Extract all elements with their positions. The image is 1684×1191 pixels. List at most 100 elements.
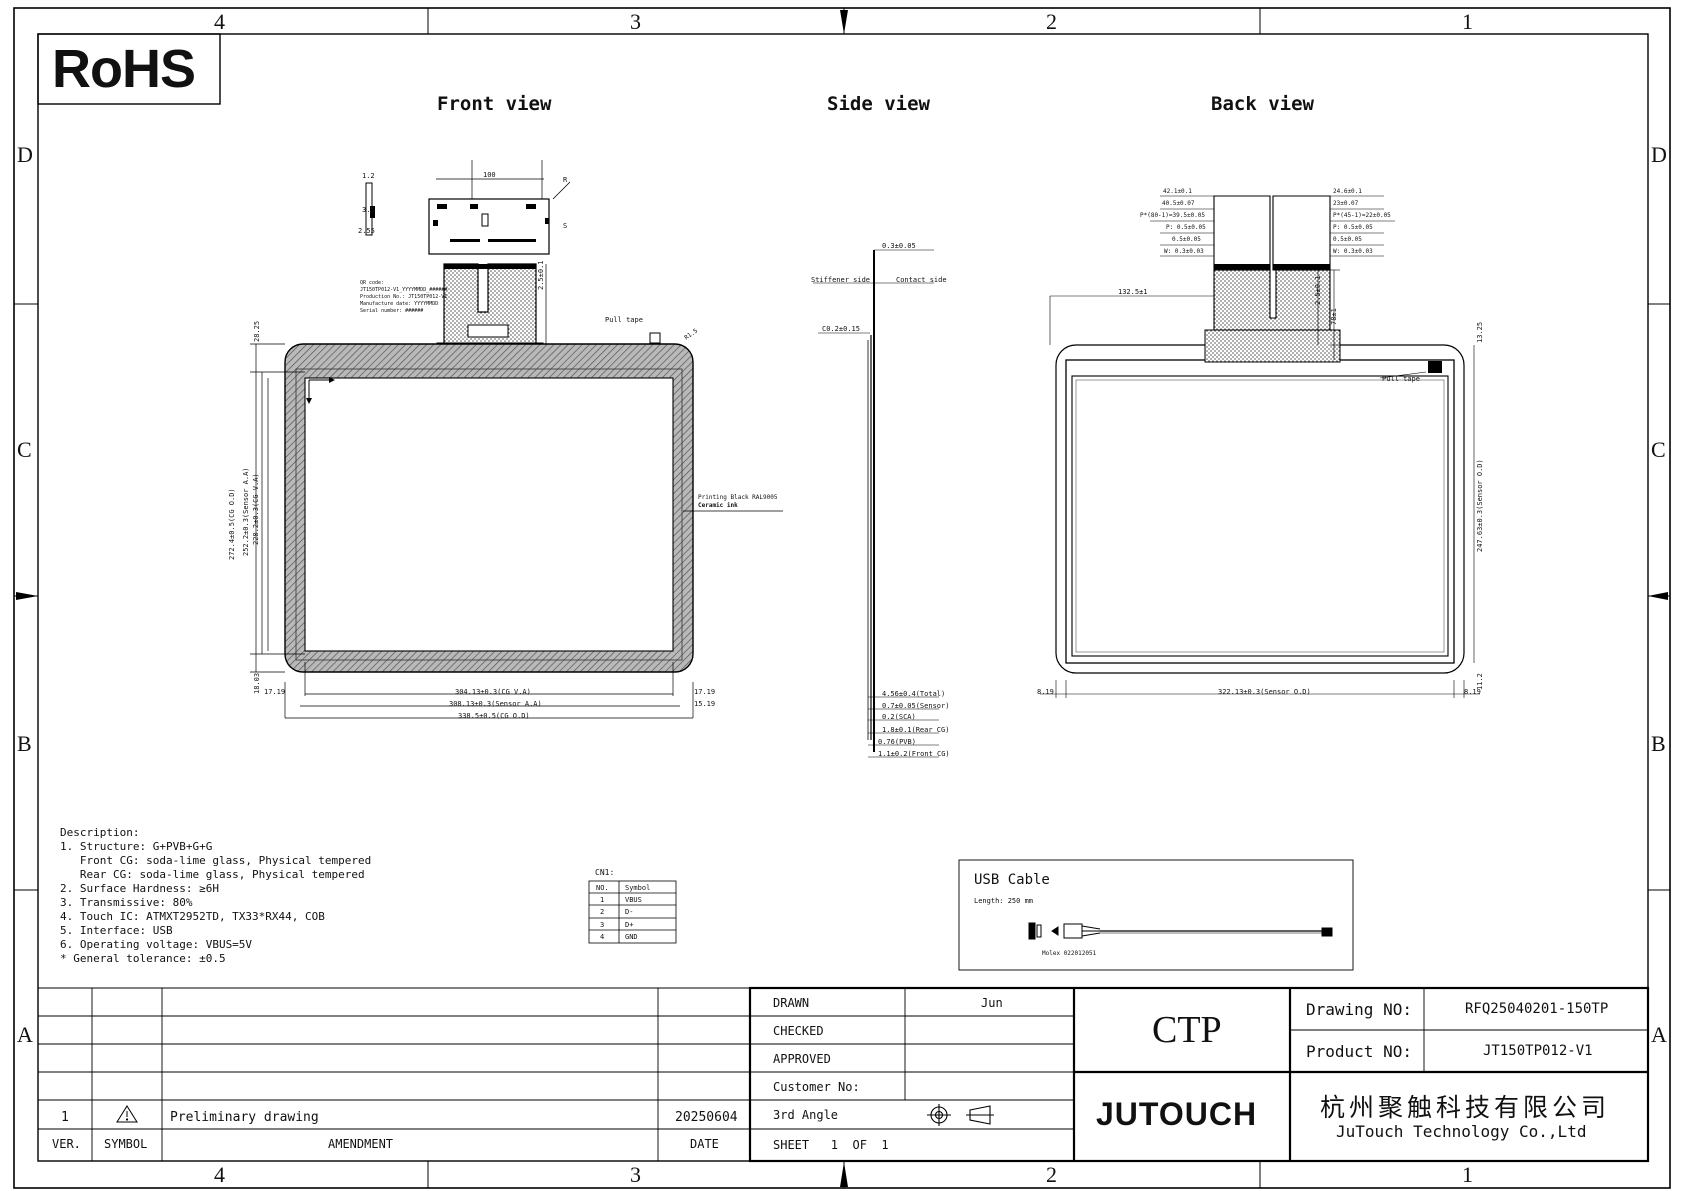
- side-thickness-top: 0.3±0.05: [882, 242, 916, 250]
- usb-cable-title: USB Cable: [974, 872, 1050, 888]
- front-qr-line-5: Serial number: ######: [360, 308, 424, 314]
- front-printing-note: Printing Black RAL9005: [698, 494, 778, 501]
- outer-border: [13, 7, 1671, 1189]
- front-qr-line-4: Manufacture date: YYYYMMDD: [360, 301, 439, 307]
- front-dim-s: S: [563, 222, 568, 230]
- revision-ver: 1: [61, 1110, 69, 1125]
- side-layer-6: 1.1±0.2(Front CG): [878, 750, 950, 758]
- back-pull-tape: Pull tape: [1382, 375, 1420, 383]
- back-view: [1040, 195, 1480, 698]
- revision-amendment: Preliminary drawing: [170, 1110, 319, 1125]
- zone-row-b-left: B: [17, 731, 32, 756]
- description-line: Front CG: soda-lime glass, Physical temp…: [60, 854, 372, 867]
- zone-row-d-right: D: [1651, 142, 1667, 167]
- front-view-title: Front view: [437, 93, 552, 115]
- revision-table: [38, 987, 750, 1161]
- tb-drawing-no: RFQ25040201-150TP: [1465, 1001, 1609, 1017]
- front-qr-line-2: JT150TP012-V1_YYYYMMDD_######: [360, 287, 448, 293]
- back-right-dim-5: 0.5±0.05: [1333, 236, 1362, 243]
- back-left-dim-3: P*(80-1)=39.5±0.05: [1140, 212, 1206, 219]
- cn1-row-2-no: 2: [600, 908, 605, 916]
- tb-checked-label: CHECKED: [773, 1024, 824, 1038]
- back-left-dim-5: 0.5±0.05: [1172, 236, 1201, 243]
- description-line: * General tolerance: ±0.5: [60, 952, 226, 965]
- back-right-dim-3: P*(45-1)=22±0.05: [1333, 212, 1391, 219]
- cn1-row-3-symbol: D+: [625, 921, 634, 929]
- front-ink-note: Ceramic ink: [698, 502, 738, 509]
- back-left-dim-2: 40.5±0.07: [1162, 200, 1195, 207]
- zone-row-a-right: A: [1651, 1022, 1667, 1047]
- cn1-header-symbol: Symbol: [625, 884, 651, 892]
- rohs-box: [37, 33, 221, 105]
- usb-cable-drawing: [1028, 922, 1333, 940]
- tb-customer-label: Customer No:: [773, 1080, 860, 1094]
- back-top-margin: 13.25: [1476, 321, 1484, 343]
- revision-header-date: DATE: [690, 1137, 719, 1151]
- side-view: [813, 249, 939, 758]
- back-offset: 132.5±1: [1118, 288, 1148, 296]
- zone-col-4-top: 4: [214, 9, 225, 34]
- front-qr-line-3: Production No.: JT150TP012-V1: [360, 294, 448, 300]
- zone-col-3-top: 3: [630, 9, 641, 34]
- front-view: [250, 160, 783, 719]
- rohs-label: RoHS: [52, 39, 196, 99]
- description-line: Rear CG: soda-lime glass, Physical tempe…: [60, 868, 365, 881]
- side-layer-1: 4.56±0.4(Total): [882, 690, 946, 698]
- back-left-margin: 8.19: [1037, 688, 1054, 696]
- description-line: 4. Touch IC: ATMXT2952TD, TX33*RX44, COB: [60, 910, 325, 923]
- front-dim-1-2: 1.2: [362, 172, 375, 180]
- revision-date: 20250604: [675, 1110, 738, 1125]
- usb-connector-label: Molex 022012051: [1042, 950, 1097, 957]
- cn1-row-4-no: 4: [600, 933, 605, 941]
- description-block: Description: 1. Structure: G+PVB+G+G Fro…: [60, 826, 371, 966]
- side-chamfer: C0.2±0.15: [822, 325, 860, 333]
- tb-drawing-no-label: Drawing NO:: [1306, 1000, 1412, 1019]
- third-angle-projection-icon: [927, 1104, 994, 1126]
- centering-marks: [16, 10, 1668, 1187]
- front-width-va: 304.13±0.3(CG V.A): [455, 688, 531, 696]
- description-line: 6. Operating voltage: VBUS=5V: [60, 938, 253, 951]
- tb-product-no: JT150TP012-V1: [1483, 1043, 1593, 1059]
- cn1-header-no: NO.: [596, 884, 609, 892]
- tb-ctp: CTP: [1152, 1009, 1222, 1051]
- front-right-margin: 17.19: [694, 688, 716, 696]
- back-right-dim-2: 23±0.07: [1333, 200, 1359, 207]
- description-line: 3. Transmissive: 80%: [60, 896, 193, 909]
- back-right-dim-1: 24.6±0.1: [1333, 188, 1362, 195]
- zone-col-1-top: 1: [1462, 9, 1473, 34]
- side-view-title: Side view: [827, 93, 930, 115]
- back-left-dim-4: P: 0.5±0.05: [1166, 224, 1206, 231]
- side-layer-5: 0.76(PVB): [878, 738, 916, 746]
- tb-approved-label: APPROVED: [773, 1052, 831, 1066]
- revision-header-amendment: AMENDMENT: [328, 1137, 394, 1151]
- cn1-row-4-symbol: GND: [625, 933, 638, 941]
- back-left-dim-6: W: 0.3±0.03: [1164, 248, 1204, 255]
- front-right-margin-2: 15.19: [694, 700, 716, 708]
- side-contact: Contact side: [896, 276, 947, 284]
- front-top-margin: 28.25: [253, 320, 261, 342]
- front-dim-r: R: [563, 176, 568, 184]
- front-qr-line-1: QR code:: [360, 280, 385, 286]
- fpc-connector-board: [428, 198, 550, 255]
- revision-header-symbol: SYMBOL: [104, 1137, 148, 1151]
- zone-row-a-left: A: [17, 1022, 33, 1047]
- front-left-margin: 17.19: [264, 688, 286, 696]
- title-block-grid: [750, 988, 1648, 1161]
- zone-row-c-right: C: [1651, 437, 1666, 462]
- back-bottom-margin: 11.2: [1476, 673, 1484, 690]
- tb-company-cn: 杭州聚触科技有限公司: [1320, 1095, 1611, 1122]
- revision-header-ver: VER.: [52, 1137, 81, 1151]
- cn1-title: CN1:: [595, 868, 615, 877]
- front-width-sensor: 308.13±0.3(Sensor A.A): [449, 700, 542, 708]
- tb-drawn-by: Jun: [981, 996, 1003, 1010]
- front-height-total: 272.4±0.5(CG O.D): [228, 488, 236, 560]
- description-line: 2. Surface Hardness: ≥6H: [60, 882, 219, 895]
- back-right-dim-4: P: 0.5±0.05: [1333, 224, 1373, 231]
- zone-col-2-bottom: 2: [1046, 1162, 1057, 1187]
- tb-product-no-label: Product NO:: [1306, 1042, 1412, 1061]
- tb-angle-label: 3rd Angle: [773, 1108, 839, 1122]
- zone-col-4-bottom: 4: [214, 1162, 225, 1187]
- tb-sheet-label: SHEET 1 OF 1: [773, 1138, 889, 1152]
- back-fpc-h2: 78±1: [1330, 308, 1338, 325]
